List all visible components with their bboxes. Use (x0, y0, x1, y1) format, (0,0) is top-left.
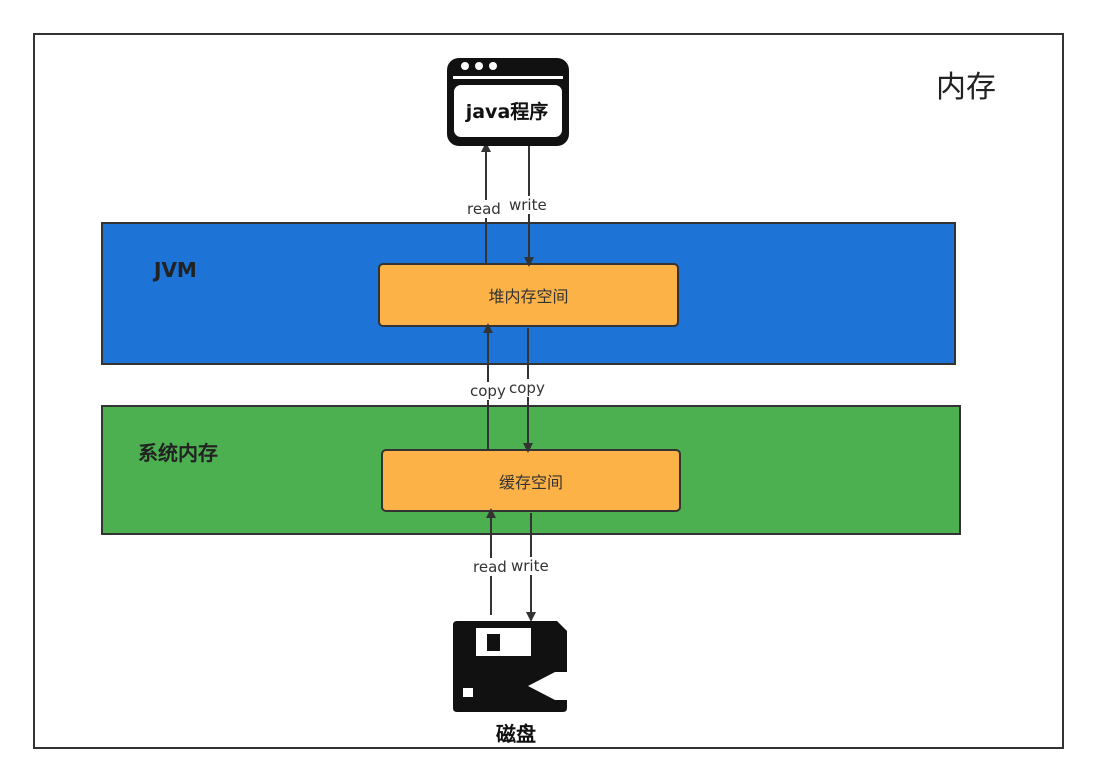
buffer-box: 缓存空间 (381, 449, 681, 512)
disk-read-label: read (473, 558, 507, 576)
jvm-label: JVM (154, 258, 197, 282)
heap-memory-box: 堆内存空间 (378, 263, 679, 327)
java-program-label: java程序 (465, 101, 549, 123)
memory-label: 内存 (936, 70, 996, 105)
program-write-label: write (509, 196, 547, 214)
disk-write-label: write (511, 557, 549, 575)
browser-window-icon (447, 58, 569, 146)
program-read-label: read (467, 200, 501, 218)
copy-up-label: copy (470, 382, 506, 400)
floppy-disk-icon (453, 621, 567, 712)
disk-label: 磁盘 (496, 722, 536, 746)
copy-down-label: copy (509, 379, 545, 397)
system-memory-label: 系统内存 (138, 441, 218, 465)
